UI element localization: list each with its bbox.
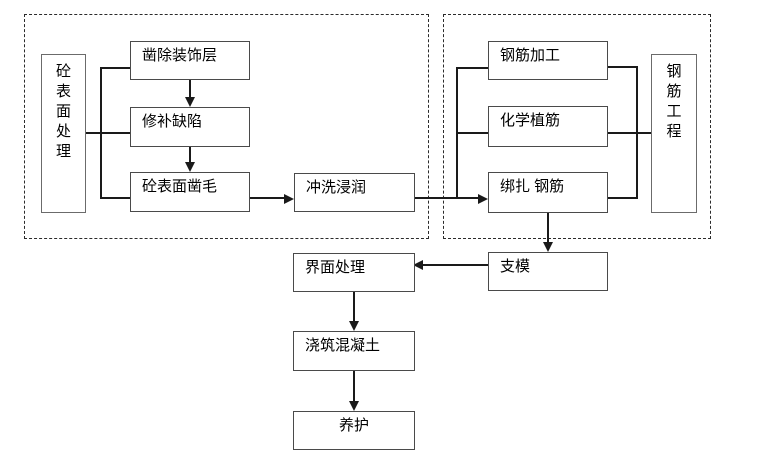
connector-line: [456, 67, 488, 69]
arrowhead-left-icon: [413, 260, 423, 270]
arrowhead-down-icon: [185, 97, 195, 107]
arrowhead-down-icon: [543, 242, 553, 252]
node-repair-defects: 修补缺陷: [130, 107, 250, 147]
node-label: 冲洗浸润: [306, 179, 367, 196]
node-interface-treatment: 界面处理: [293, 253, 415, 292]
group-rebar-works: [443, 14, 711, 239]
node-chisel-decorative-layer: 凿除装饰层: [130, 41, 250, 80]
node-rinse-soak: 冲洗浸润: [294, 173, 415, 212]
node-label: 支模: [500, 258, 531, 275]
node-label: 养护: [338, 417, 369, 434]
group-concrete-surface-treatment: [24, 14, 429, 239]
node-curing: 养护: [293, 411, 415, 450]
arrowhead-right-icon: [478, 194, 488, 204]
arrowhead-down-icon: [185, 162, 195, 172]
connector-line: [100, 132, 130, 134]
connector-line: [636, 132, 651, 134]
connector-line: [608, 132, 638, 134]
node-rebar-works: 钢筋工程: [651, 54, 697, 213]
node-rebar-processing: 钢筋加工: [488, 41, 608, 80]
connector-line: [608, 66, 638, 68]
connector-line: [456, 132, 488, 134]
node-formwork: 支模: [488, 252, 608, 291]
arrow-rinse-to-tie-rebar: [415, 197, 479, 199]
arrowhead-down-icon: [349, 401, 359, 411]
node-label: 钢筋工程: [666, 63, 682, 140]
node-chemical-rebar-planting: 化学植筋: [488, 106, 608, 147]
node-roughen-concrete-surface: 砼表面凿毛: [130, 172, 250, 212]
arrow-tie-rebar-to-formwork: [547, 213, 549, 243]
node-tie-rebar: 绑扎 钢筋: [488, 172, 608, 213]
node-label: 钢筋加工: [500, 47, 561, 64]
connector-line: [86, 132, 102, 134]
node-label: 修补缺陷: [142, 113, 203, 130]
arrow-formwork-to-interface: [423, 264, 488, 266]
arrow-roughen-to-rinse: [250, 197, 286, 199]
node-label: 浇筑混凝土: [305, 337, 381, 354]
node-label: 砼表面处理: [55, 63, 71, 160]
node-label: 砼表面凿毛: [142, 178, 218, 195]
connector-line: [100, 67, 130, 69]
arrowhead-down-icon: [349, 321, 359, 331]
node-label: 化学植筋: [500, 112, 561, 129]
arrow-chisel-to-repair: [189, 80, 191, 98]
arrow-interface-to-pour: [353, 292, 355, 322]
node-label: 绑扎 钢筋: [500, 178, 565, 195]
node-label: 界面处理: [305, 259, 366, 276]
node-concrete-surface-treatment: 砼表面处理: [41, 54, 86, 213]
connector-line: [608, 197, 638, 199]
arrow-pour-to-curing: [353, 371, 355, 402]
arrowhead-right-icon: [284, 194, 294, 204]
connector-line: [100, 197, 130, 199]
node-pour-concrete: 浇筑混凝土: [293, 331, 415, 371]
arrow-repair-to-roughen: [189, 147, 191, 163]
node-label: 凿除装饰层: [142, 47, 218, 64]
